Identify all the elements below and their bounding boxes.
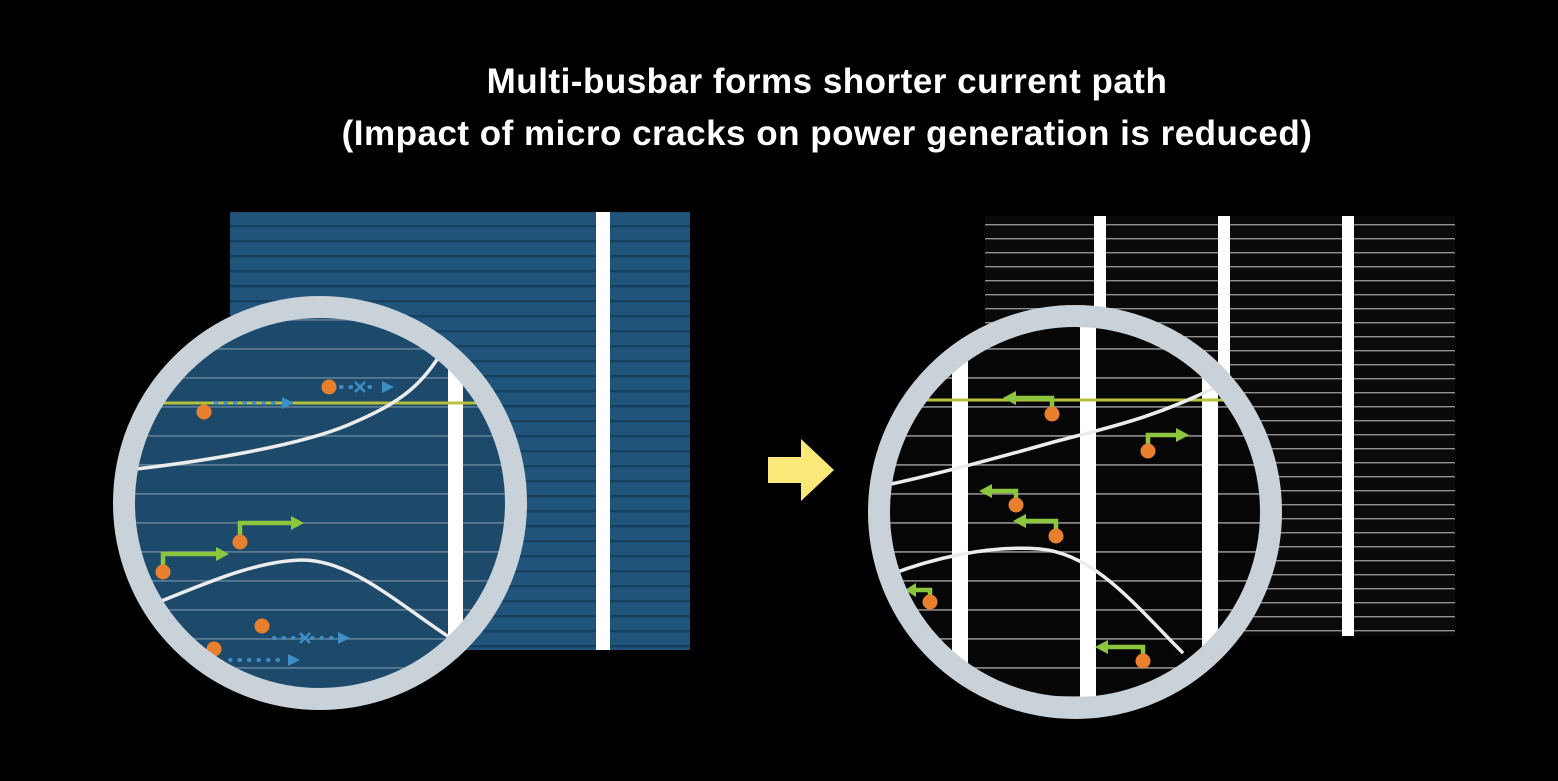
blue-arrowhead-icon bbox=[338, 632, 350, 644]
right-magnifier bbox=[868, 305, 1282, 719]
electron-dot bbox=[1048, 528, 1064, 544]
title-line-1: Multi-busbar forms shorter current path bbox=[486, 62, 1168, 101]
right-magnifier-ring bbox=[868, 305, 1282, 719]
electron-dot bbox=[232, 534, 248, 550]
electron-dot bbox=[321, 379, 337, 395]
electron-dot bbox=[155, 564, 171, 580]
electron-dot bbox=[922, 594, 938, 610]
title-line-2: (Impact of micro cracks on power generat… bbox=[341, 114, 1313, 153]
right-magnifier-content bbox=[889, 326, 1261, 698]
left-magnifier-content bbox=[134, 317, 506, 689]
right-zoom-busbar-2 bbox=[1080, 326, 1096, 698]
green-arrowhead-icon bbox=[216, 547, 229, 561]
transition-arrow-icon bbox=[768, 439, 834, 501]
blue-arrowhead-icon bbox=[382, 381, 394, 393]
right-magnifier-lens bbox=[889, 326, 1261, 698]
right-zoom-busbar-3 bbox=[1202, 326, 1218, 698]
left-magnifier-ring bbox=[113, 296, 527, 710]
micro-crack-lower bbox=[134, 558, 460, 645]
blocked-x-mark bbox=[354, 381, 366, 393]
electron-dot bbox=[254, 618, 270, 634]
left-magnifier-lens bbox=[134, 317, 506, 689]
conventional-cell-busbar bbox=[596, 212, 610, 650]
electron-dot bbox=[1044, 406, 1060, 422]
micro-crack-upper bbox=[134, 330, 454, 472]
right-zoom-busbar-1 bbox=[952, 326, 968, 698]
micro-crack-upper bbox=[889, 384, 1220, 488]
left-zoom-cracks bbox=[134, 330, 460, 645]
electron-dot bbox=[1135, 653, 1151, 669]
right-zoom-cracks bbox=[889, 384, 1220, 654]
green-arrowhead-icon bbox=[1095, 640, 1108, 654]
green-arrowhead-icon bbox=[905, 583, 916, 597]
green-arrowhead-icon bbox=[1013, 514, 1026, 528]
electron-dot bbox=[1140, 443, 1156, 459]
left-zoom-electrons bbox=[155, 379, 337, 657]
blue-arrowhead-icon bbox=[288, 654, 300, 666]
electron-dot bbox=[196, 404, 212, 420]
left-zoom-blue-paths bbox=[214, 381, 394, 666]
right-zoom-electrons bbox=[922, 406, 1156, 669]
left-magnifier bbox=[113, 296, 527, 710]
micro-crack-lower bbox=[889, 546, 1184, 654]
left-zoom-busbar bbox=[448, 317, 463, 689]
green-arrowhead-icon bbox=[1003, 391, 1016, 405]
green-arrowhead-icon bbox=[979, 484, 992, 498]
diagram-title: Multi-busbar forms shorter current path … bbox=[48, 56, 1558, 160]
green-arrowhead-icon bbox=[291, 516, 304, 530]
blue-arrowhead-icon bbox=[282, 397, 294, 409]
green-arrowhead-icon bbox=[1176, 428, 1189, 442]
electron-dot bbox=[1008, 497, 1024, 513]
multi-busbar-3 bbox=[1342, 216, 1354, 636]
blocked-x-mark bbox=[299, 632, 311, 644]
